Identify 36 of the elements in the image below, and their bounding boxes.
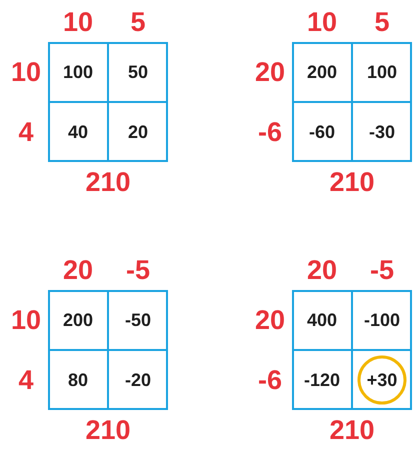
product-value: 20	[128, 123, 148, 141]
factor-label: 4	[18, 118, 34, 146]
factor-label: 10	[10, 58, 42, 86]
product-value: 100	[62, 63, 94, 81]
product-value: -30	[368, 123, 395, 141]
factor-label: 5	[130, 8, 146, 36]
factor-label: 20	[62, 256, 94, 284]
factor-label: -5	[126, 256, 150, 284]
total-label: 210	[85, 416, 131, 444]
product-value: 400	[306, 311, 338, 329]
product-value: 80	[68, 371, 88, 389]
product-value: +30	[366, 371, 398, 389]
product-value: -60	[308, 123, 335, 141]
product-value: -20	[124, 371, 151, 389]
factor-label: 5	[374, 8, 390, 36]
factor-label: -6	[258, 366, 282, 394]
product-value: 200	[306, 63, 338, 81]
factor-label: 20	[254, 306, 286, 334]
product-value: -100	[364, 311, 400, 329]
product-value: -50	[124, 311, 151, 329]
product-value: 200	[62, 311, 94, 329]
total-label: 210	[85, 168, 131, 196]
factor-label: 10	[62, 8, 94, 36]
total-label: 210	[329, 168, 375, 196]
product-value: -120	[304, 371, 340, 389]
factor-label: -5	[370, 256, 394, 284]
factor-label: 10	[306, 8, 338, 36]
factor-label: 4	[18, 366, 34, 394]
factor-label: 20	[306, 256, 338, 284]
factor-label: 10	[10, 306, 42, 334]
product-value: 50	[128, 63, 148, 81]
factor-label: 20	[254, 58, 286, 86]
factor-label: -6	[258, 118, 282, 146]
product-value: 40	[68, 123, 88, 141]
total-label: 210	[329, 416, 375, 444]
product-value: 100	[366, 63, 398, 81]
